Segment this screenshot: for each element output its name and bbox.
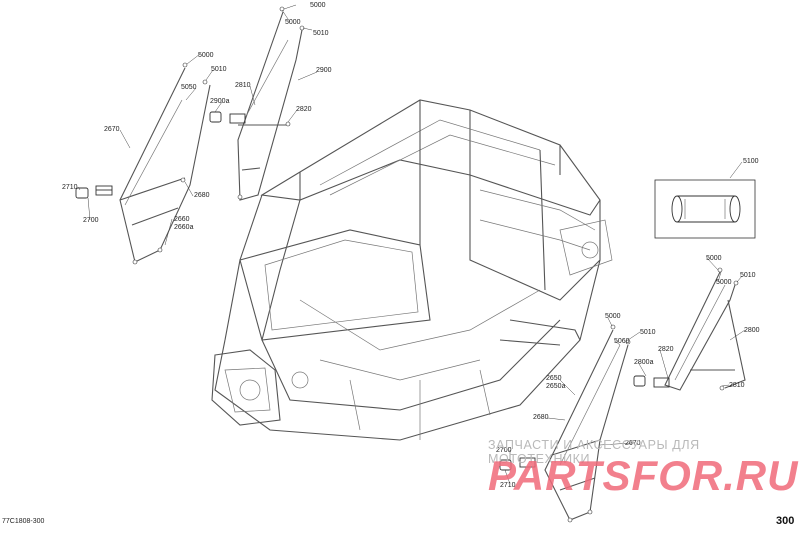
left-rear-door-frame (237, 6, 305, 201)
callout-label: 5010 (313, 30, 329, 37)
right-rear-latch (633, 375, 670, 388)
drawing-reference-code: 77C1808-300 (2, 518, 45, 525)
right-front-door-frame (544, 324, 631, 523)
callout-label: 2810 (729, 382, 745, 389)
right-front-latch (499, 457, 536, 471)
callout-label: 2700 (83, 217, 99, 224)
callout-label: 2810 (235, 82, 251, 89)
callout-label: 2710 (500, 482, 516, 489)
callout-label: 2660 (174, 216, 190, 223)
callout-label: 5010 (211, 66, 227, 73)
callout-label: 5010 (740, 272, 756, 279)
callout-label: 5060 (614, 338, 630, 345)
right-rear-door-frame (664, 267, 746, 391)
callout-label: 5010 (640, 329, 656, 336)
callout-label: 2800 (744, 327, 760, 334)
callout-label: 2650a (546, 383, 566, 390)
callout-label: 2680 (533, 414, 549, 421)
callout-label: 5050 (181, 84, 197, 91)
callout-label: 5000 (285, 19, 301, 26)
callout-label: 5000 (198, 52, 214, 59)
callout-label: 2680 (194, 192, 210, 199)
callout-label: 5000 (706, 255, 722, 262)
callout-label: 2660a (174, 224, 194, 231)
callout-label: 2820 (296, 106, 312, 113)
roll-cage-frame (211, 99, 613, 441)
callout-label: 2670 (625, 440, 641, 447)
callout-label: 5000 (716, 279, 732, 286)
callout-label: 2900 (316, 67, 332, 74)
callout-label: 2800a (634, 359, 654, 366)
page-number: 300 (776, 515, 795, 527)
callout-label: 5000 (605, 313, 621, 320)
callout-label: 2670 (104, 126, 120, 133)
callout-label: 2900a (210, 98, 230, 105)
callout-label: 2650 (546, 375, 562, 382)
callout-label: 2820 (658, 346, 674, 353)
callout-labels: 5000 5000 5010 5000 5010 2900 5050 2810 … (62, 2, 760, 489)
watermark-logo: PARTSFOR.RU (488, 452, 799, 499)
callout-label: 2710 (62, 184, 78, 191)
left-front-door-frame (119, 62, 211, 265)
callout-label: 5100 (743, 158, 759, 165)
callout-label: 2700 (496, 447, 512, 454)
callout-label: 5000 (310, 2, 326, 9)
bushing-inset (654, 179, 756, 239)
left-door-latch (75, 185, 113, 199)
left-rear-latch (209, 111, 246, 124)
leader-lines (77, 4, 746, 485)
watermark-tagline: ЗАПЧАСТИ И АКСЕССУАРЫ ДЛЯ МОТОТЕХНИКИ (488, 438, 700, 466)
